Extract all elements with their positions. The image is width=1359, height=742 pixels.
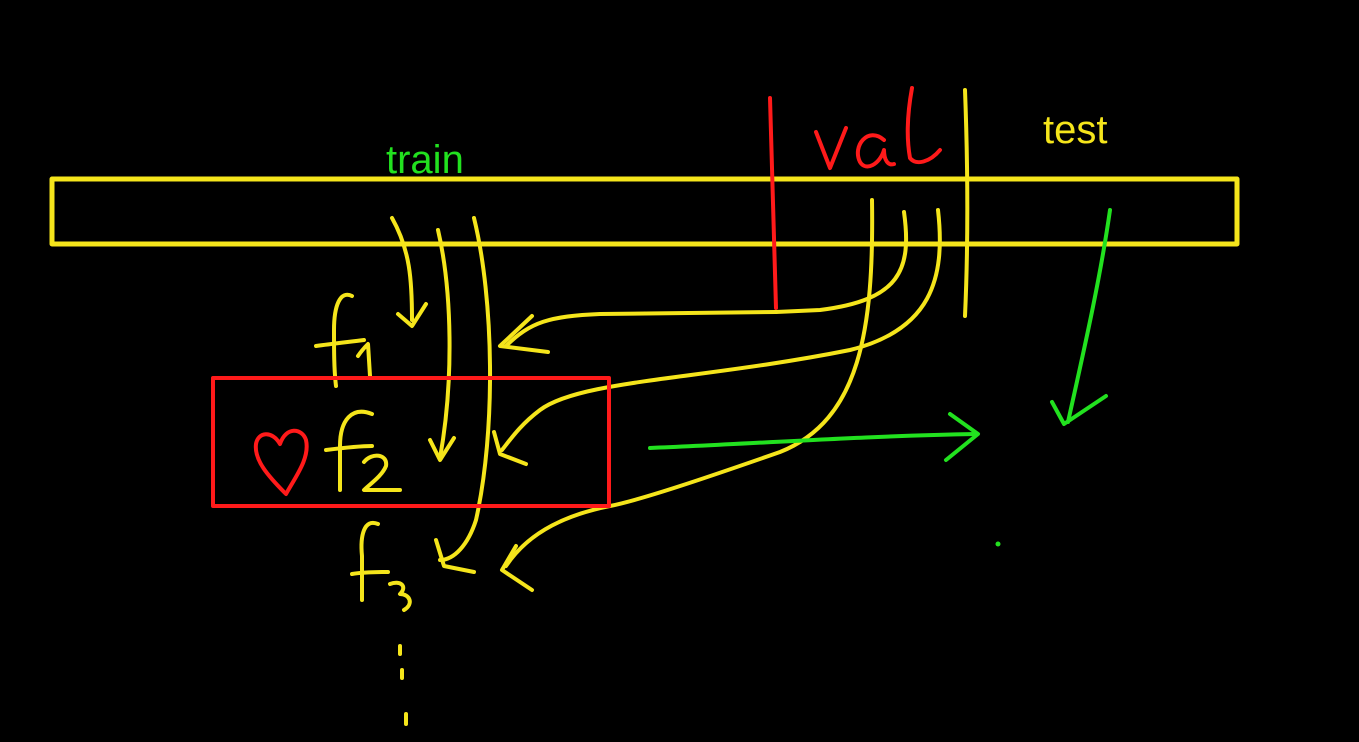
f2-handwritten: [324, 409, 402, 492]
test-label: test: [1043, 108, 1108, 152]
selected-to-test-arrow: [648, 412, 980, 462]
val-left-boundary: [768, 96, 778, 310]
vertical-ellipsis-icon: [398, 644, 408, 726]
f3-handwritten: [350, 520, 412, 612]
dataset-bar: [49, 176, 1240, 247]
test-down-arrow: [1050, 208, 1112, 426]
green-dot: [995, 541, 1001, 547]
selected-model-box: [211, 376, 611, 508]
heart-icon: [253, 428, 309, 496]
f1-handwritten: [314, 292, 372, 388]
val-handwritten: [814, 86, 942, 170]
val-arrows: [492, 198, 942, 592]
train-arrows: [390, 216, 492, 574]
val-right-boundary: [963, 88, 970, 318]
train-label: train: [386, 138, 464, 182]
